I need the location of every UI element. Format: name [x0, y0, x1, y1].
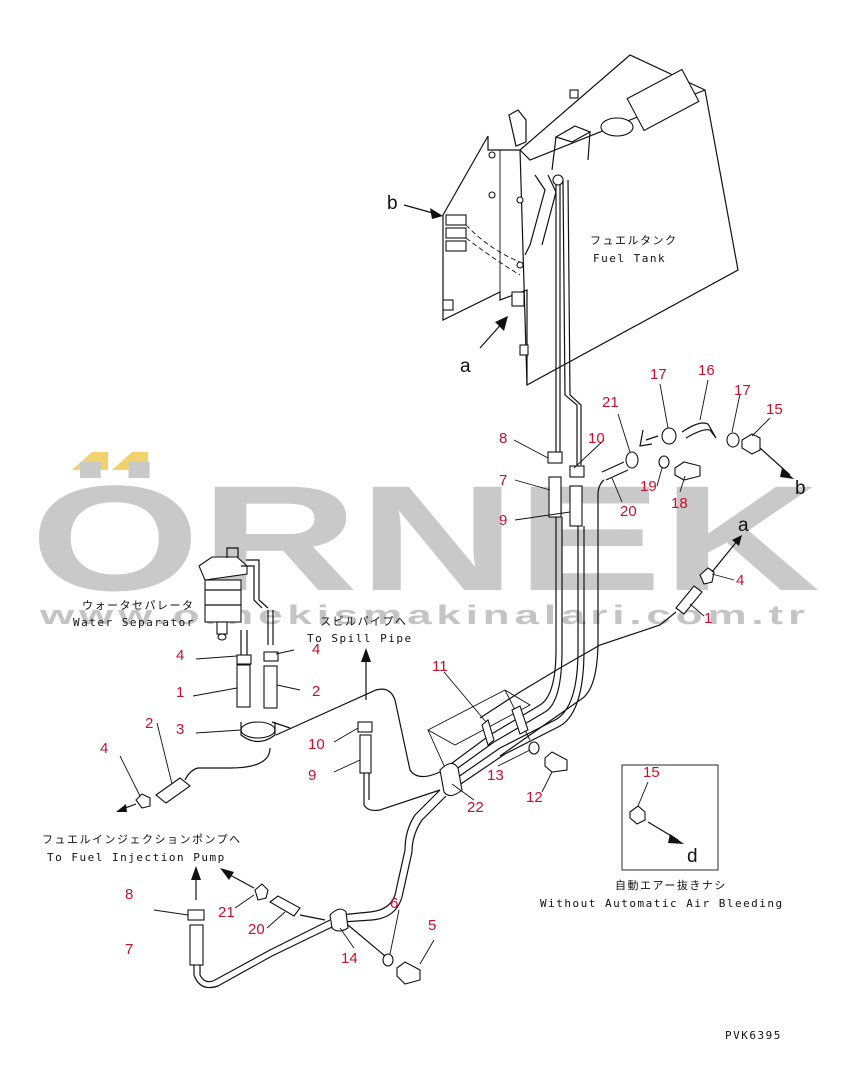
part-number: 4: [176, 647, 184, 664]
tank-level-plate: [626, 68, 700, 132]
part-number: 11: [432, 658, 448, 675]
part-number: 17: [734, 382, 751, 399]
part-number: 5: [428, 917, 436, 934]
fitting-group-right: [547, 422, 794, 527]
view-letter-b-tank: b: [387, 193, 398, 214]
leader-lines: [119, 379, 771, 965]
part-number: 15: [766, 401, 783, 418]
water-separator-label-jp: ウォータセパレータ: [82, 599, 195, 612]
part-number: 6: [390, 895, 398, 912]
part-number: 19: [640, 478, 657, 495]
spill-pipe-label-jp: スピルパイプへ: [320, 615, 408, 628]
part-number: 16: [698, 362, 715, 379]
arrow-b-tank: [430, 208, 443, 219]
view-letter-d: d: [687, 846, 698, 867]
part-number: 1: [176, 684, 184, 701]
fuel-tank-label-en: Fuel Tank: [593, 252, 666, 265]
arrow-a-tank: [495, 316, 508, 331]
part-number: 2: [312, 683, 320, 700]
watermark-brand: ÖRNEK: [30, 454, 820, 622]
part-number: 17: [650, 366, 667, 383]
pump-arrow: [191, 866, 201, 880]
part-number: 4: [312, 641, 320, 658]
part-number: 18: [671, 495, 688, 512]
part-number: 21: [218, 904, 235, 921]
part-number: 15: [643, 764, 660, 781]
no-air-bleeding-label-en: Without Automatic Air Bleeding: [540, 897, 784, 910]
part-number: 21: [602, 394, 619, 411]
part-number: 7: [499, 472, 507, 489]
spill-pipe-arrow: [361, 648, 371, 662]
watermark-accent-mark-right: [112, 452, 148, 470]
part-number: 20: [620, 503, 637, 520]
no-air-bleeding-label-jp: 自動エアー抜きナシ: [615, 878, 727, 892]
tank-filler-cap: [600, 117, 634, 137]
part-number: 4: [100, 740, 108, 757]
part-number: 22: [467, 799, 484, 816]
part-number: 20: [248, 921, 265, 938]
part-number: 10: [588, 430, 605, 447]
part-numbers: 8 10 7 9 21 17 16 17 15 19 20 18 4 1 4 4…: [100, 362, 783, 967]
view-letter-b-fitting: b: [795, 478, 806, 499]
view-letter-a-tank: a: [460, 356, 471, 377]
pipe-routing: [184, 479, 677, 989]
fuel-tank: [442, 54, 739, 465]
pump-label-en: To Fuel Injection Pump: [47, 851, 226, 864]
part-number: 8: [125, 886, 133, 903]
clamp-bracket-area: [329, 689, 568, 985]
spill-pipe-label-en: To Spill Pipe: [307, 632, 413, 645]
part-number: 2: [145, 715, 153, 732]
part-number: 8: [499, 430, 507, 447]
part-number: 9: [499, 512, 507, 529]
part-number: 12: [526, 789, 543, 806]
view-letter-a-fitting: a: [738, 515, 749, 536]
pump-label-jp: フュエルインジェクションポンプへ: [42, 833, 242, 846]
water-separator: [198, 547, 269, 641]
clamp-3: [240, 721, 276, 739]
inset-without-air-bleeding: [621, 764, 719, 871]
part-number: 4: [736, 572, 744, 589]
fuel-tank-label-jp: フュエルタンク: [590, 234, 678, 247]
part-number: 9: [308, 767, 316, 784]
part-number: 7: [125, 941, 133, 958]
part-number: 10: [308, 736, 325, 753]
part-number: 14: [341, 950, 358, 967]
part-number: 1: [704, 610, 712, 627]
part-number: 13: [487, 767, 504, 784]
watermark-accent-mark-left: [72, 452, 108, 470]
water-separator-label-en: Water Separator: [73, 616, 195, 629]
part-number: 3: [176, 721, 184, 738]
drawing-code: PVK6395: [725, 1029, 782, 1042]
